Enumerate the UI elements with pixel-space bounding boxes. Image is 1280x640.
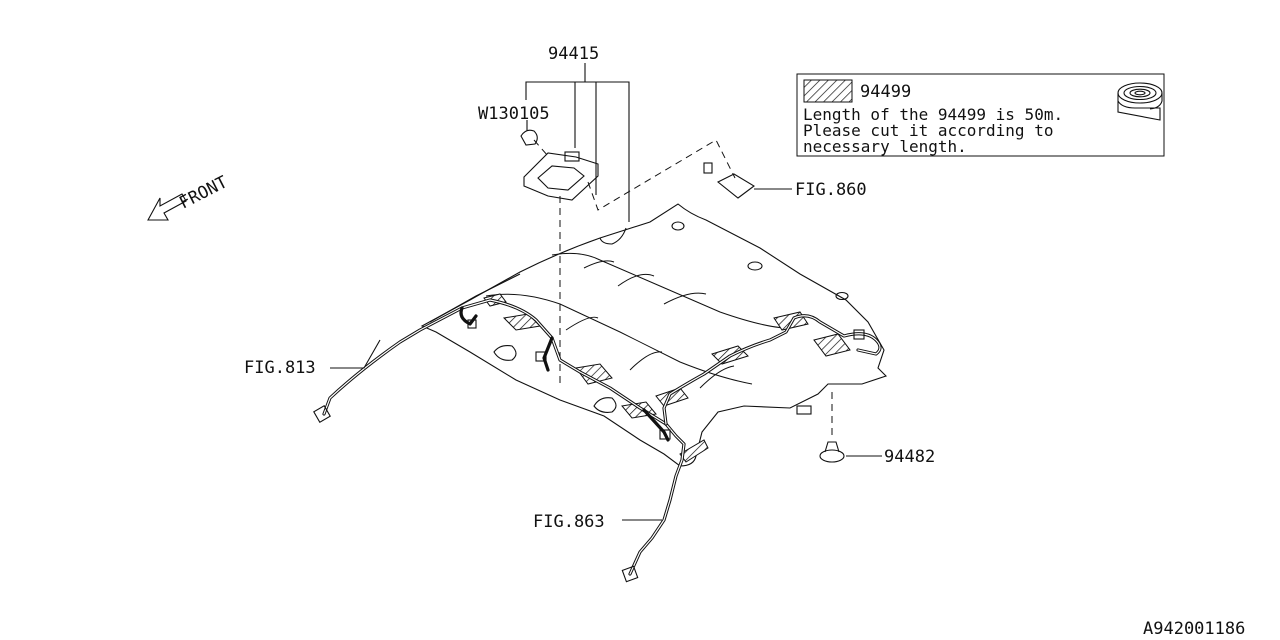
note-frame <box>796 73 1165 157</box>
clip-94482 <box>819 441 845 463</box>
leader-94415: 94415 <box>525 44 630 222</box>
headliner-outline <box>420 203 888 467</box>
note-line-1: Length of the 94499 is 50m. <box>803 105 1063 124</box>
front-arrow-icon: FRONT <box>147 172 231 221</box>
wire-harness <box>313 298 882 583</box>
connector-dash-line <box>587 139 736 211</box>
note-part-number: 94499 <box>860 82 911 102</box>
connector-fig860 <box>703 162 755 199</box>
part-label-94415: 94415 <box>548 44 599 64</box>
front-label: FRONT <box>176 172 231 213</box>
hatch-legend-swatch <box>803 79 853 103</box>
note-line-3: necessary length. <box>803 137 967 156</box>
note-line-2: Please cut it according to <box>803 121 1053 140</box>
part-label-w130105: W130105 <box>478 104 550 124</box>
clip-w130105 <box>520 120 538 146</box>
fig-860-label: FIG.860 <box>795 180 867 200</box>
fig-863-label: FIG.863 <box>533 512 605 532</box>
tape-note-box: 94499 Length of the 94499 is 50m. Please… <box>796 73 1165 157</box>
connector-fig863 <box>621 565 639 583</box>
bracket-94415 <box>523 139 599 201</box>
part-label-94482: 94482 <box>884 447 935 467</box>
tape-strips-94499 <box>483 293 851 463</box>
fig-813-label: FIG.813 <box>244 358 316 378</box>
tape-roll-icon <box>1117 82 1163 121</box>
diagram-id: A942001186 <box>1143 619 1245 639</box>
connector-fig813 <box>313 405 331 423</box>
